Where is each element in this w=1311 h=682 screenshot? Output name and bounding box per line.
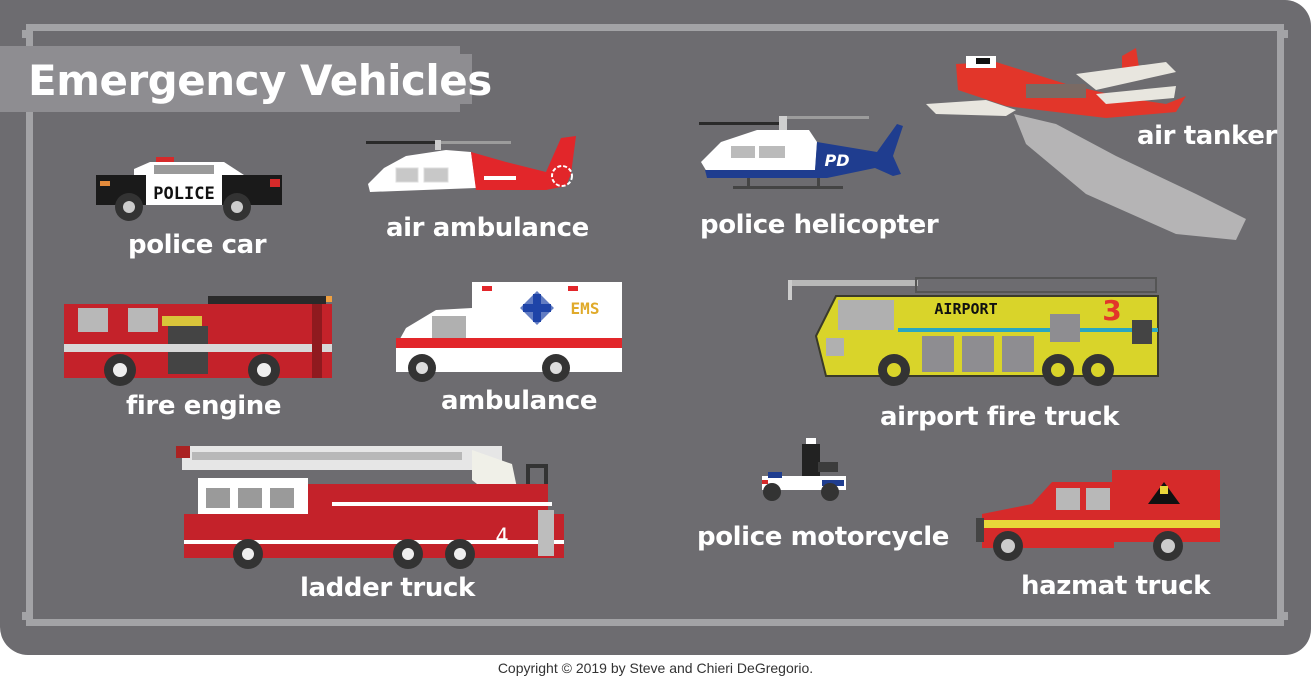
fire-engine-icon [64,296,332,386]
label-airport-fire-truck: airport fire truck [880,402,1120,432]
frame-corner [1280,612,1288,620]
copyright-notice: Copyright © 2019 by Steve and Chieri DeG… [497,660,814,676]
police-car-icon: POLICE [96,157,282,221]
ladder-truck-icon: 4 [176,446,564,569]
svg-text:3: 3 [1102,294,1121,327]
svg-text:AIRPORT: AIRPORT [934,300,997,318]
svg-text:4: 4 [495,525,508,550]
svg-text:PD: PD [824,151,849,170]
label-police-car: police car [128,230,267,260]
label-ambulance: ambulance [441,386,598,416]
svg-text:EMS: EMS [571,299,600,318]
airport-fire-truck-icon: AIRPORT 3 [788,277,1159,386]
ambulance-icon: EMS [396,282,622,382]
label-police-helicopter: police helicopter [700,210,939,240]
poster-frame [26,24,1284,626]
air-ambulance-icon [366,136,576,192]
title-banner [0,46,472,112]
police-motorcycle-icon [762,438,846,501]
frame-corner [22,612,30,620]
police-helicopter-icon: PD [699,116,903,189]
label-police-motorcycle: police motorcycle [697,522,949,552]
frame-corner [1280,30,1288,38]
air-tanker-icon [926,48,1246,240]
svg-text:POLICE: POLICE [153,184,214,204]
page-title: Emergency Vehicles [28,56,492,105]
label-air-tanker: air tanker [1137,121,1277,151]
label-fire-engine: fire engine [126,391,282,421]
label-air-ambulance: air ambulance [386,213,589,243]
hazmat-truck-icon [976,470,1220,561]
frame-corner [22,30,30,38]
poster-board: Emergency Vehicles POLICE police car air… [0,0,1311,655]
label-ladder-truck: ladder truck [300,573,475,603]
label-hazmat-truck: hazmat truck [1021,571,1210,601]
